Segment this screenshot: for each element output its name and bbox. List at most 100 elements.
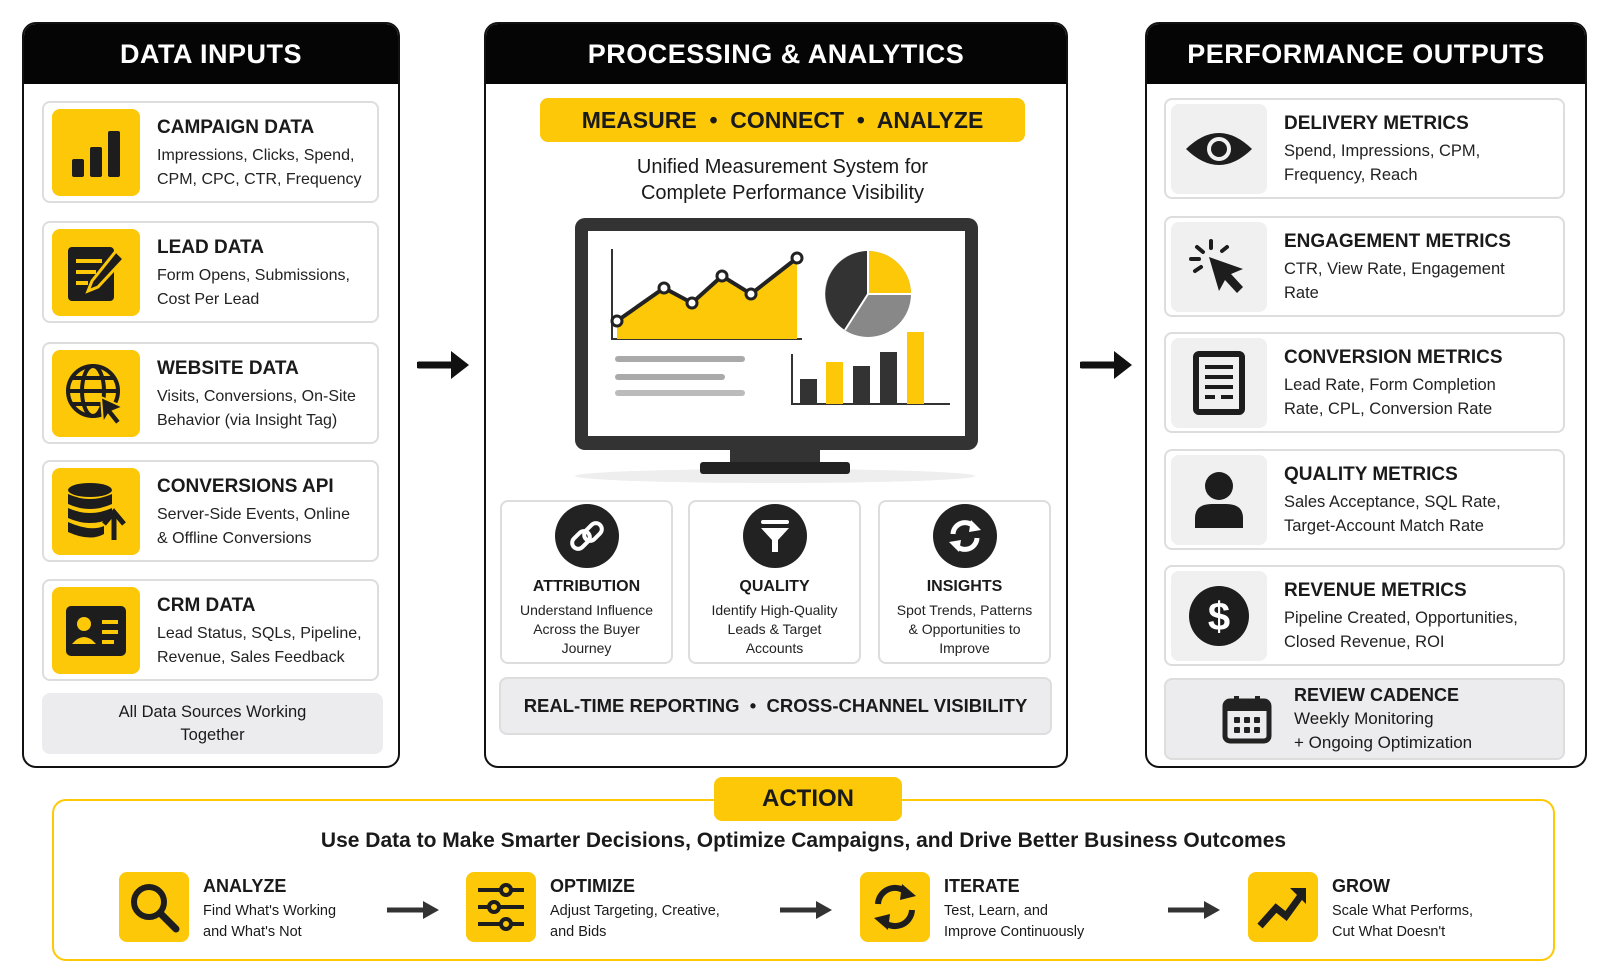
subtitle-line: Unified Measurement System for bbox=[636, 156, 929, 178]
text-line: Rate bbox=[1284, 284, 1319, 302]
action-icon-box bbox=[119, 872, 189, 942]
card-title: CRM DATA bbox=[157, 595, 256, 616]
icon-box: $ bbox=[1171, 571, 1267, 661]
step-title: GROW bbox=[1332, 876, 1390, 896]
text-line: Pipeline Created, Opportunities, bbox=[1284, 609, 1518, 627]
eye-icon bbox=[1186, 133, 1252, 165]
measure-banner: MEASURE • CONNECT • ANALYZE bbox=[540, 98, 1025, 142]
card-desc: Spot Trends, Patterns & Opportunities to I… bbox=[880, 601, 1049, 658]
step-desc: Adjust Targeting, Creative,and Bids bbox=[550, 901, 720, 943]
trend-up-icon bbox=[1257, 888, 1306, 929]
card-desc: Sales Acceptance, SQL Rate,Target-Accoun… bbox=[1284, 490, 1501, 538]
text-line: and What's Not bbox=[203, 924, 302, 940]
text-line: Lead Status, SQLs, Pipeline, bbox=[157, 625, 362, 642]
text-line: Rate, CPL, Conversion Rate bbox=[1284, 400, 1493, 418]
funnel-icon bbox=[760, 520, 789, 552]
text-line: Visits, Conversions, On-Site bbox=[157, 388, 356, 405]
action-icon-box bbox=[860, 872, 930, 942]
text-line: & Opportunities to bbox=[908, 621, 1021, 637]
text-line: Behavior (via Insight Tag) bbox=[157, 411, 338, 429]
text-line: Impressions, Clicks, Spend, bbox=[157, 147, 355, 164]
analytics-card: INSIGHTS Spot Trends, Patterns & Opportun… bbox=[878, 500, 1051, 664]
calendar-icon bbox=[1222, 696, 1272, 744]
form-edit-icon bbox=[52, 229, 140, 316]
arrow-right-icon bbox=[387, 901, 439, 919]
subtitle-line: Complete Performance Visibility bbox=[640, 182, 925, 204]
panel-title: PERFORMANCE OUTPUTS bbox=[1147, 24, 1585, 84]
bar-chart-icon bbox=[52, 109, 140, 196]
text-line: & Offline Conversions bbox=[157, 529, 312, 547]
card-title: ATTRIBUTION bbox=[532, 578, 641, 595]
text-line: Spot Trends, Patterns bbox=[896, 602, 1033, 618]
card-desc: Impressions, Clicks, Spend, CPM, CPC, CTR… bbox=[157, 144, 361, 191]
text-line: Cut What Doesn't bbox=[1332, 924, 1446, 940]
magnifier-icon bbox=[131, 884, 180, 933]
text-line: Accounts bbox=[745, 640, 804, 656]
cadence-title: REVIEW CADENCE bbox=[1294, 684, 1460, 705]
card-title: INSIGHTS bbox=[926, 578, 1003, 595]
panel-title: DATA INPUTS bbox=[24, 24, 398, 84]
card-desc: Pipeline Created, Opportunities,Closed R… bbox=[1284, 606, 1518, 654]
cycle-icon bbox=[874, 884, 916, 930]
input-card: WEBSITE DATA Visits, Conversions, On-Sit… bbox=[42, 342, 379, 444]
output-card: DELIVERY METRICS Spend, Impressions, CPM… bbox=[1164, 98, 1565, 199]
icon-circle bbox=[932, 504, 997, 568]
document-icon bbox=[1193, 351, 1245, 415]
icon-box bbox=[1171, 104, 1267, 194]
text-line: Target-Account Match Rate bbox=[1284, 517, 1484, 535]
card-desc: Form Opens, Submissions, Cost Per Lead bbox=[157, 264, 350, 311]
text-line: Improve bbox=[939, 640, 990, 656]
input-card: CAMPAIGN DATA Impressions, Clicks, Spend… bbox=[42, 101, 379, 203]
text-line: Leads & Target bbox=[727, 621, 822, 637]
cadence-line: + Ongoing Optimization bbox=[1294, 732, 1473, 752]
step-title: ITERATE bbox=[944, 876, 1020, 896]
text-line: Revenue, Sales Feedback bbox=[157, 648, 345, 666]
arrow-right-icon bbox=[1168, 901, 1220, 919]
text-line: Across the Buyer bbox=[533, 621, 640, 637]
action-subtitle: Use Data to Make Smarter Decisions, Opti… bbox=[320, 829, 1287, 852]
footer-line: Together bbox=[180, 725, 245, 744]
text-line: Adjust Targeting, Creative, bbox=[550, 903, 720, 919]
database-upload-icon bbox=[52, 468, 140, 555]
text-line: Cost Per Lead bbox=[157, 290, 260, 308]
step-title: ANALYZE bbox=[203, 876, 287, 896]
card-title: DELIVERY METRICS bbox=[1284, 113, 1469, 134]
output-card: ENGAGEMENT METRICS CTR, View Rate, Engag… bbox=[1164, 216, 1565, 317]
realtime-bar: REAL-TIME REPORTING • CROSS-CHANNEL VISI… bbox=[499, 677, 1052, 735]
input-card: CRM DATA Lead Status, SQLs, Pipeline, Rev… bbox=[42, 579, 379, 681]
arrow-right-icon bbox=[1080, 351, 1132, 379]
cadence-line: Weekly Monitoring bbox=[1294, 709, 1434, 729]
input-card: LEAD DATA Form Opens, Submissions,Cost P… bbox=[42, 221, 379, 323]
panel-title: PROCESSING & ANALYTICS bbox=[486, 24, 1066, 84]
icon-box bbox=[1171, 222, 1267, 312]
text-line: Form Opens, Submissions, bbox=[157, 267, 350, 284]
text-line: Lead Rate, Form Completion bbox=[1284, 376, 1496, 394]
svg-text:$: $ bbox=[1208, 595, 1230, 639]
step-desc: Scale What Performs,Cut What Doesn't bbox=[1332, 901, 1473, 943]
text-line: CPM, CPC, CTR, Frequency bbox=[157, 170, 362, 188]
refresh-icon bbox=[948, 520, 981, 552]
arrow-right-icon bbox=[417, 351, 469, 379]
link-icon bbox=[569, 521, 604, 551]
footer-line: All Data Sources Working bbox=[118, 702, 307, 721]
output-card: $ REVENUE METRICS Pipeline Created, Oppo… bbox=[1164, 565, 1565, 666]
click-cursor-icon bbox=[1189, 239, 1243, 293]
output-card: QUALITY METRICS Sales Acceptance, SQL Ra… bbox=[1164, 449, 1565, 550]
card-title: CONVERSIONS API bbox=[157, 476, 334, 497]
contact-card-icon bbox=[52, 587, 140, 674]
text-line: Understand Influence bbox=[519, 602, 654, 618]
output-card: CONVERSION METRICS Lead Rate, Form Compl… bbox=[1164, 332, 1565, 433]
card-title: CAMPAIGN DATA bbox=[157, 117, 315, 138]
icon-circle bbox=[742, 504, 807, 568]
arrow-right-icon bbox=[780, 901, 832, 919]
sliders-icon bbox=[478, 883, 524, 931]
action-icon-box bbox=[466, 872, 536, 942]
text-line: Identify High-Quality bbox=[711, 602, 838, 618]
processing-subtitle: Unified Measurement System for Complete … bbox=[540, 154, 1025, 206]
text-line: Improve Continuously bbox=[944, 924, 1085, 940]
